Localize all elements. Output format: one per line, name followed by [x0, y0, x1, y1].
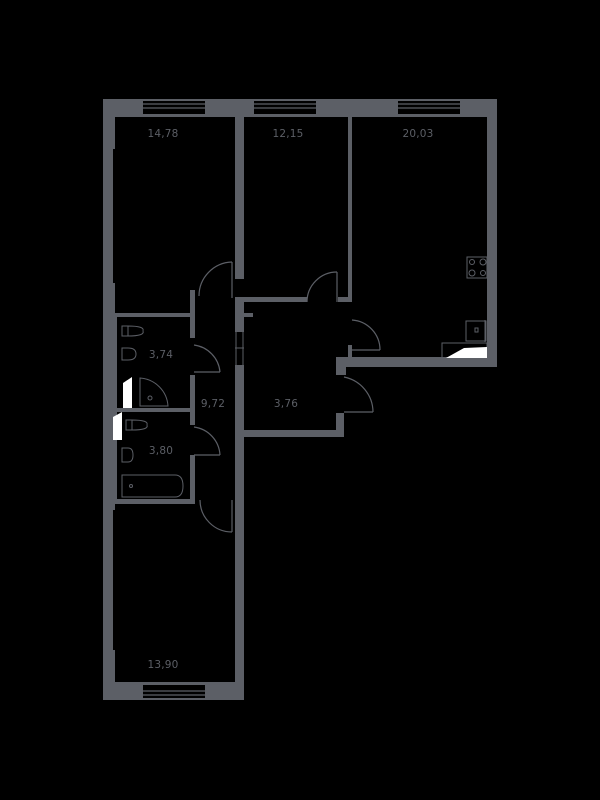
- room-area-label: 20,03: [402, 128, 434, 140]
- shower-icon: [139, 377, 169, 407]
- toilet-icon: [125, 419, 148, 431]
- fixtures: [113, 256, 488, 498]
- toilet-icon: [121, 325, 144, 337]
- kitchen-sink-icon: [465, 320, 487, 342]
- room-area-label: 3,80: [148, 445, 174, 457]
- doors: [193, 261, 381, 533]
- bathtub-icon: [121, 474, 184, 498]
- room-area-label: 13,90: [147, 659, 179, 671]
- stove-icon: [466, 256, 488, 279]
- windows: [143, 101, 460, 698]
- room-area-label: 3,76: [273, 398, 299, 410]
- sink-icon: [121, 447, 134, 463]
- room-area-label: 3,74: [148, 349, 174, 361]
- room-area-label: 9,72: [200, 398, 226, 410]
- sink-icon: [121, 347, 137, 361]
- room-area-label: 12,15: [272, 128, 304, 140]
- walls: [103, 99, 497, 700]
- room-area-label: 14,78: [147, 128, 179, 140]
